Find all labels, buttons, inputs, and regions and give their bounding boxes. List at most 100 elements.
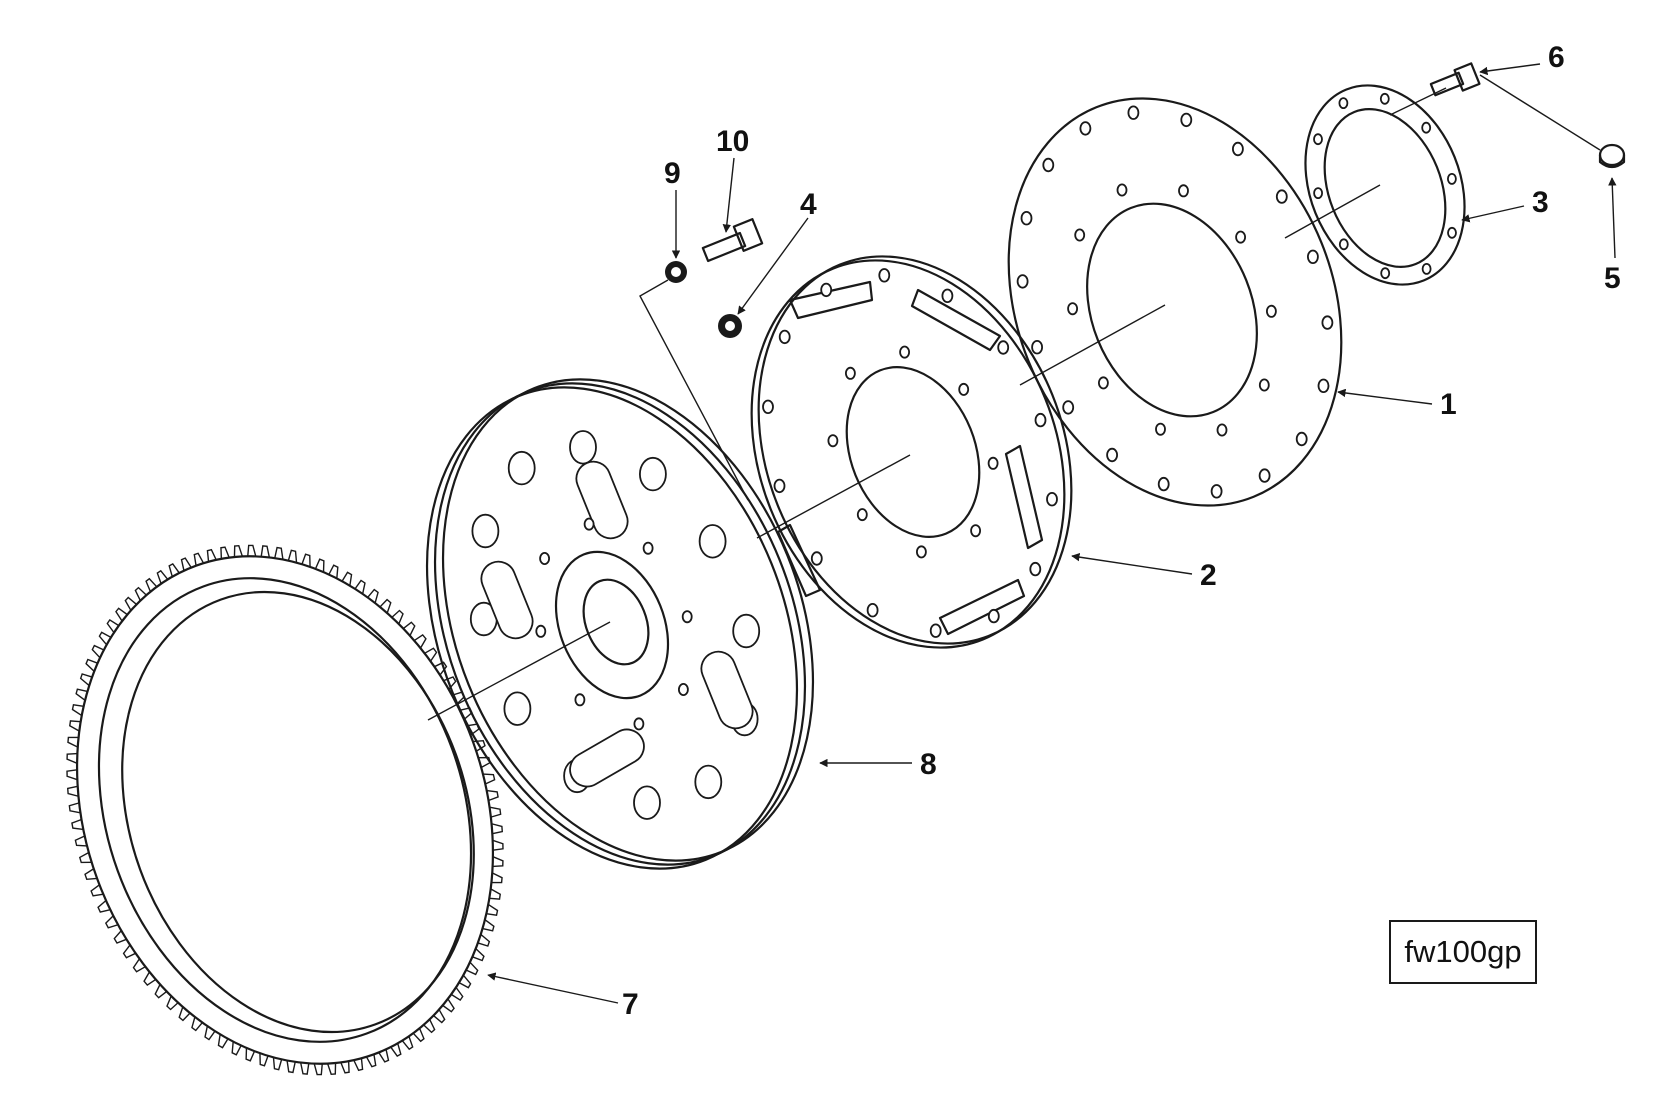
callout-2: 2 — [1200, 559, 1217, 592]
flywheel-holes-hole — [471, 513, 500, 549]
flexplate-holes-hole — [1020, 210, 1033, 226]
adapter-holes-hole — [762, 399, 774, 415]
callout-9: 9 — [664, 157, 681, 190]
flywheel-bolts-hole — [633, 717, 645, 731]
ring-holes-hole — [1380, 267, 1391, 280]
adapter-holes-hole — [1034, 412, 1047, 428]
gear-teeth — [66, 544, 504, 1076]
flexplate-holes — [1016, 105, 1334, 499]
gear-tooth — [178, 1006, 191, 1022]
flexplate-holes-hole — [1258, 468, 1271, 483]
gear-tooth — [286, 1060, 296, 1074]
flexplate-holes-hole — [1031, 340, 1043, 355]
ring-holes-hole — [1447, 226, 1457, 239]
adapter-holes-hole — [1029, 561, 1042, 577]
gear-tooth — [299, 1062, 310, 1075]
gear-tooth — [365, 1054, 377, 1068]
gear-tooth — [132, 958, 146, 973]
adapter-holes-hole — [810, 551, 823, 566]
flexplate-holes-hole — [1155, 422, 1166, 436]
adapter-holes-hole — [773, 478, 786, 494]
gear-tooth — [486, 789, 499, 802]
gear-tooth — [247, 544, 257, 557]
flywheel-holes — [469, 430, 761, 820]
gear-tooth — [104, 915, 119, 929]
gear-tooth — [191, 1016, 203, 1032]
callout-7: 7 — [622, 988, 639, 1021]
gear-tooth — [378, 1049, 390, 1063]
gear-tooth — [486, 903, 499, 916]
flywheel-bolts-hole — [583, 517, 595, 531]
flexplate-holes-hole — [1317, 378, 1330, 394]
adapter-holes-hole — [916, 545, 927, 559]
gear-tooth — [71, 704, 84, 717]
flexplate-holes-hole — [1178, 184, 1189, 198]
gear-tooth — [113, 930, 127, 944]
gear-tooth — [314, 558, 325, 573]
flexplate-holes-hole — [1307, 249, 1319, 264]
flywheel-holes-hole — [507, 450, 536, 486]
gear-tooth — [233, 544, 244, 558]
gear-tooth — [491, 872, 503, 884]
ring-holes-hole — [1313, 133, 1323, 146]
gear-tooth — [272, 1057, 283, 1071]
gear-tooth — [66, 752, 78, 764]
ring-holes-hole — [1421, 262, 1432, 275]
adapter-holes-hole — [929, 623, 942, 638]
flexplate-holes-hole — [1157, 476, 1170, 492]
gear-tooth — [168, 563, 180, 577]
gear-tooth — [442, 998, 455, 1013]
gear-tooth — [68, 802, 81, 814]
gear-tooth — [71, 818, 84, 831]
gear-tooth — [245, 1047, 256, 1062]
flexplate-holes-hole — [1062, 400, 1075, 415]
gear-tooth — [424, 647, 438, 662]
gear-tooth — [450, 986, 464, 1002]
ring-holes-hole — [1421, 121, 1432, 134]
flexplate — [1007, 97, 1343, 507]
gear-tooth — [66, 785, 79, 797]
reinforcement-ring — [1304, 84, 1466, 286]
gear-tooth — [220, 546, 230, 559]
adapter-holes — [762, 268, 1058, 638]
adapter-holes-hole — [997, 340, 1010, 355]
flexplate-holes-hole — [1016, 274, 1029, 289]
gear-tooth — [143, 971, 157, 987]
gear-tooth — [67, 736, 79, 748]
flywheel-holes-hole — [694, 764, 723, 800]
gear-tooth — [259, 1053, 269, 1067]
flexplate-holes-hole — [1116, 183, 1128, 197]
gear-tooth — [458, 974, 472, 989]
adapter-holes-hole — [987, 456, 999, 470]
flywheel-bolts-hole — [535, 624, 547, 638]
gear-tooth — [402, 621, 416, 637]
adapter-holes-hole — [1046, 492, 1058, 507]
flywheel-bolts-hole — [574, 693, 586, 707]
gear-tooth — [341, 571, 353, 586]
flywheel-bolts-hole — [642, 541, 654, 555]
gear-tooth — [91, 644, 105, 659]
plug-5 — [1598, 143, 1626, 169]
nut-4 — [718, 314, 742, 338]
gear-tooth — [193, 552, 205, 566]
gear-tooth — [156, 569, 169, 584]
gear-tooth — [217, 1034, 229, 1049]
gear-tooth — [274, 546, 284, 560]
adapter-holes-hole — [987, 608, 1000, 624]
flexplate-holes-hole — [1232, 141, 1244, 157]
figure-id-label: fw100gp — [1404, 934, 1522, 969]
gear-tooth — [134, 586, 147, 601]
gear-tooth — [367, 588, 379, 604]
gear-tooth — [391, 609, 404, 625]
flywheel-holes-hole — [569, 430, 597, 465]
adapter-holes-hole — [845, 366, 856, 380]
adapter-holes-hole — [878, 268, 891, 283]
gear-tooth — [75, 688, 88, 701]
flywheel-bolts-hole — [539, 552, 550, 566]
gear-tooth — [90, 884, 104, 897]
gear-tooth — [472, 948, 485, 962]
flexplate-holes-hole — [1180, 112, 1193, 128]
callout-1: 1 — [1440, 388, 1457, 421]
gear-tooth — [154, 983, 168, 999]
gear-tooth — [98, 631, 112, 646]
